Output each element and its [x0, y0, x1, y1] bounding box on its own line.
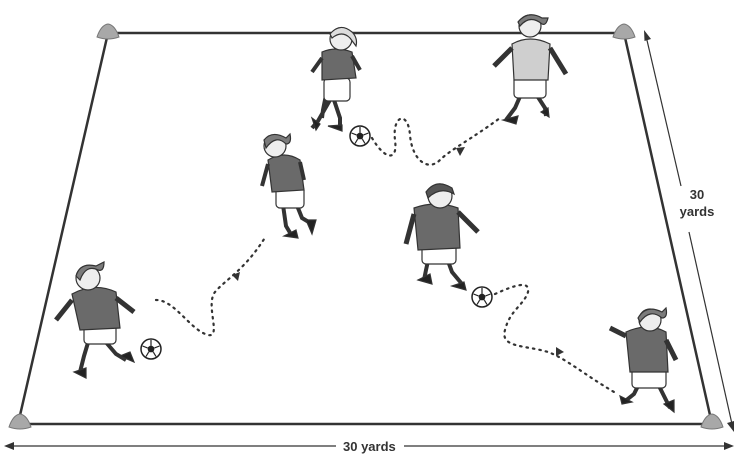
width-dimension-arrow: [4, 442, 734, 450]
cone-top-left: [96, 23, 120, 40]
dribble-paths: [154, 116, 616, 394]
side-length-label: 30 yards: [672, 186, 722, 220]
player-center: [403, 183, 480, 291]
cone-top-right: [612, 23, 636, 40]
player-top-right: [492, 14, 569, 125]
ball-top-center: [349, 125, 371, 147]
path-top: [370, 116, 502, 166]
field-boundary: [16, 31, 714, 426]
player-bottom-right: [608, 306, 679, 414]
width-label: 30 yards: [340, 439, 399, 455]
path-arrowheads: [232, 147, 564, 356]
ball-bottom-left: [140, 338, 162, 360]
path-left: [154, 234, 268, 337]
ball-center: [471, 286, 493, 308]
side-length-number: 30: [689, 187, 705, 202]
player-mid-left: [260, 132, 317, 239]
side-length-unit: yards: [679, 204, 715, 219]
path-right: [493, 283, 616, 394]
player-bottom-left: [54, 261, 136, 379]
player-top-center: [310, 26, 362, 132]
side-dimension-arrow: [644, 30, 734, 432]
